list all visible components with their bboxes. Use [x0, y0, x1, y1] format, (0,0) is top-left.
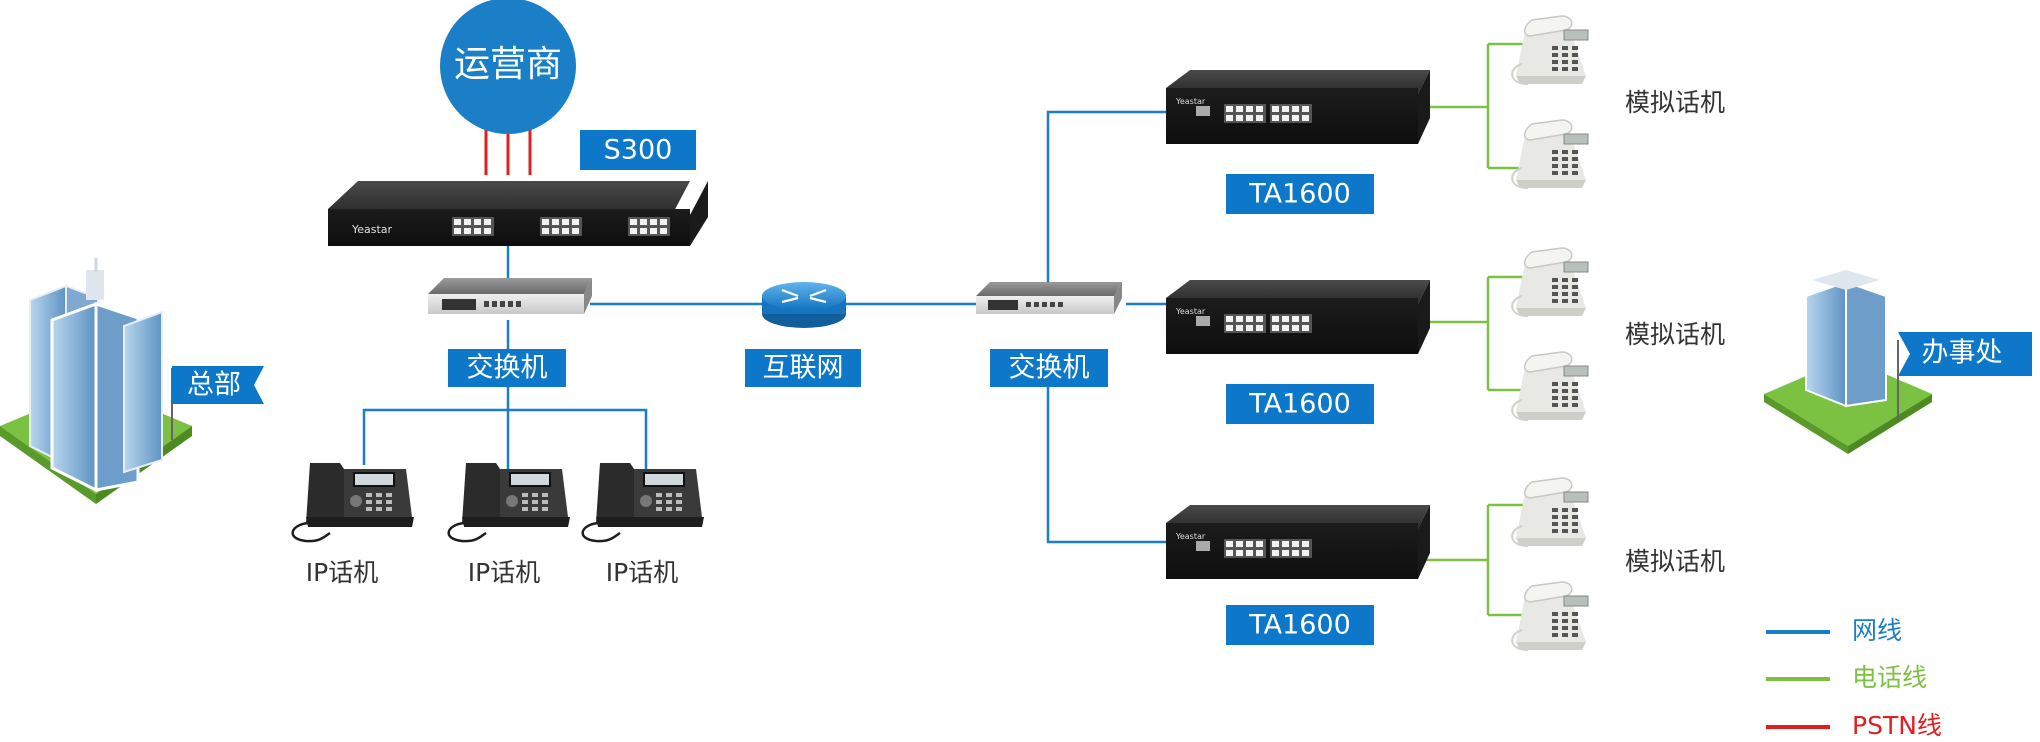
ip-phone-icon: [581, 461, 706, 543]
analog-phone-group-2: 模拟话机: [1511, 247, 1725, 421]
legend: 网线 电话线 PSTN线: [1766, 616, 1942, 740]
ip-phone-3: IP话机: [581, 461, 706, 587]
switch-left: 交换机: [428, 278, 592, 387]
pbx-icon: Yeastar: [328, 181, 708, 246]
internet-node: 互联网: [745, 282, 861, 387]
gateway-label: TA1600: [1248, 179, 1351, 210]
analog-phone-label: 模拟话机: [1625, 547, 1725, 576]
carrier-node: 运营商: [440, 0, 576, 134]
gateway-3: TA1600: [1166, 505, 1430, 645]
analog-phone-group-3: 模拟话机: [1511, 477, 1725, 651]
branch-office: 办事处: [1764, 270, 2032, 454]
analog-phone-icon: [1511, 119, 1589, 189]
switch-right-label-box: [990, 349, 1108, 387]
headquarters: 总部: [0, 258, 264, 504]
gateway-label: TA1600: [1248, 610, 1351, 641]
branch-office-label: 办事处: [1922, 338, 2003, 369]
switch-left-label: 交换机: [467, 353, 548, 384]
switch-icon: [976, 282, 1122, 314]
headquarters-label: 总部: [187, 370, 241, 401]
legend-item-phone: 电话线: [1766, 663, 1927, 692]
ip-phone-icon: [291, 461, 416, 543]
switch-right-label: 交换机: [1009, 353, 1090, 384]
analog-phone-icon: [1511, 15, 1589, 85]
analog-phone-icon: [1511, 581, 1589, 651]
analog-phone-group-1: 模拟话机: [1511, 15, 1725, 189]
pbx-brand: Yeastar: [351, 223, 393, 236]
gateway-icon: [1166, 505, 1430, 579]
analog-phone-icon: [1511, 247, 1589, 317]
legend-item-pstn: PSTN线: [1766, 711, 1942, 740]
legend-label: 电话线: [1852, 663, 1927, 692]
gateway-2: TA1600: [1166, 280, 1430, 424]
pbx-s300: S300 Yeastar: [328, 130, 708, 246]
ip-phone-label: IP话机: [606, 558, 678, 587]
analog-phone-label: 模拟话机: [1625, 88, 1725, 117]
internet-label-box: [745, 349, 861, 387]
pbx-label-box: [580, 130, 696, 170]
legend-label: PSTN线: [1852, 711, 1942, 740]
analog-phone-icon: [1511, 477, 1589, 547]
internet-label: 互联网: [763, 353, 844, 384]
gateway-label-box: [1226, 384, 1374, 424]
router-icon: [762, 282, 846, 328]
ip-phone-label: IP话机: [306, 558, 378, 587]
building-icon: [0, 258, 192, 504]
ip-phone-label: IP话机: [468, 558, 540, 587]
ip-phone-1: IP话机: [291, 461, 416, 587]
network-lines: [362, 110, 1170, 544]
headquarters-flag: [172, 366, 264, 404]
legend-item-network: 网线: [1766, 616, 1902, 645]
gateway-label-box: [1226, 605, 1374, 645]
carrier-label: 运营商: [454, 44, 562, 85]
branch-office-flag: [1898, 332, 2032, 376]
switch-left-label-box: [448, 349, 566, 387]
gateway-1: TA1600: [1166, 70, 1430, 214]
analog-phone-icon: [1511, 351, 1589, 421]
analog-phone-label: 模拟话机: [1625, 320, 1725, 349]
pbx-label: S300: [604, 135, 673, 166]
building-icon: [1764, 270, 1932, 454]
gateway-label: TA1600: [1248, 389, 1351, 420]
gateway-label-box: [1226, 174, 1374, 214]
gateway-icon: [1166, 70, 1430, 144]
switch-icon: [428, 278, 592, 314]
ip-phone-icon: [447, 461, 572, 543]
gateway-icon: [1166, 280, 1430, 354]
ip-phone-2: IP话机: [447, 461, 572, 587]
switch-right: 交换机: [976, 282, 1122, 387]
legend-label: 网线: [1852, 616, 1902, 645]
